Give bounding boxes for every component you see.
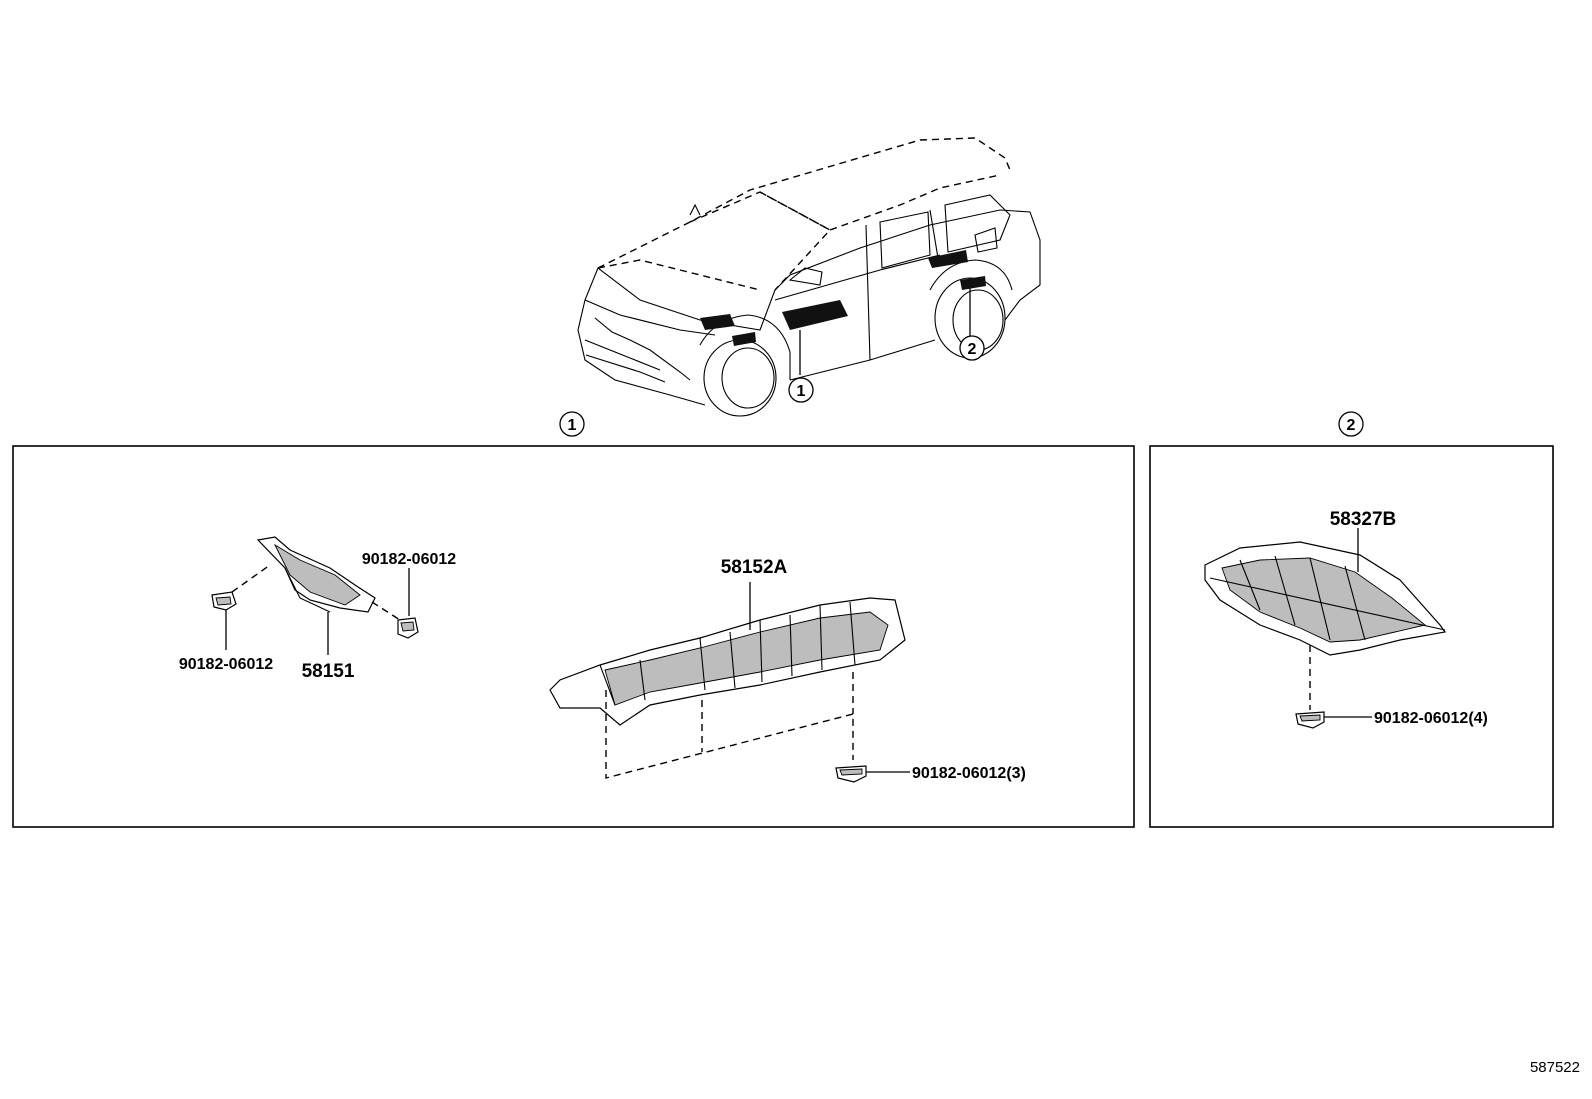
panel-1-callout: 1 <box>559 411 585 437</box>
label-clip-x3: 90182-06012(3) <box>912 765 1026 782</box>
vehicle-callout-1-text: 1 <box>797 383 806 400</box>
label-clip-lower: 90182-06012 <box>179 656 273 673</box>
insulator-58151 <box>256 536 376 655</box>
panel-2-callout: 2 <box>1338 411 1364 437</box>
clip-58327B <box>1295 711 1372 729</box>
insulator-58152A <box>549 582 906 779</box>
label-58151: 58151 <box>302 661 355 682</box>
label-58327B: 58327B <box>1330 509 1397 530</box>
vehicle-callout-2-text: 2 <box>968 341 977 358</box>
label-clip-upper: 90182-06012 <box>362 551 456 568</box>
panel-2-frame <box>1149 445 1554 828</box>
diagram-id: 587522 <box>1530 1059 1580 1076</box>
clip-right <box>371 568 419 639</box>
insulator-58327B <box>1204 528 1447 710</box>
panel-2-callout-text: 2 <box>1347 417 1356 434</box>
label-clip-x4: 90182-06012(4) <box>1374 710 1488 727</box>
vehicle-illustration <box>577 137 1041 417</box>
clip-58152A <box>835 765 910 783</box>
vehicle-callout-1: 1 <box>788 377 814 403</box>
panel-1-callout-text: 1 <box>568 417 577 434</box>
label-58152A: 58152A <box>721 557 788 578</box>
vehicle-callout-2: 2 <box>959 335 985 361</box>
panel-1-frame <box>12 445 1135 828</box>
clip-left <box>211 564 271 650</box>
